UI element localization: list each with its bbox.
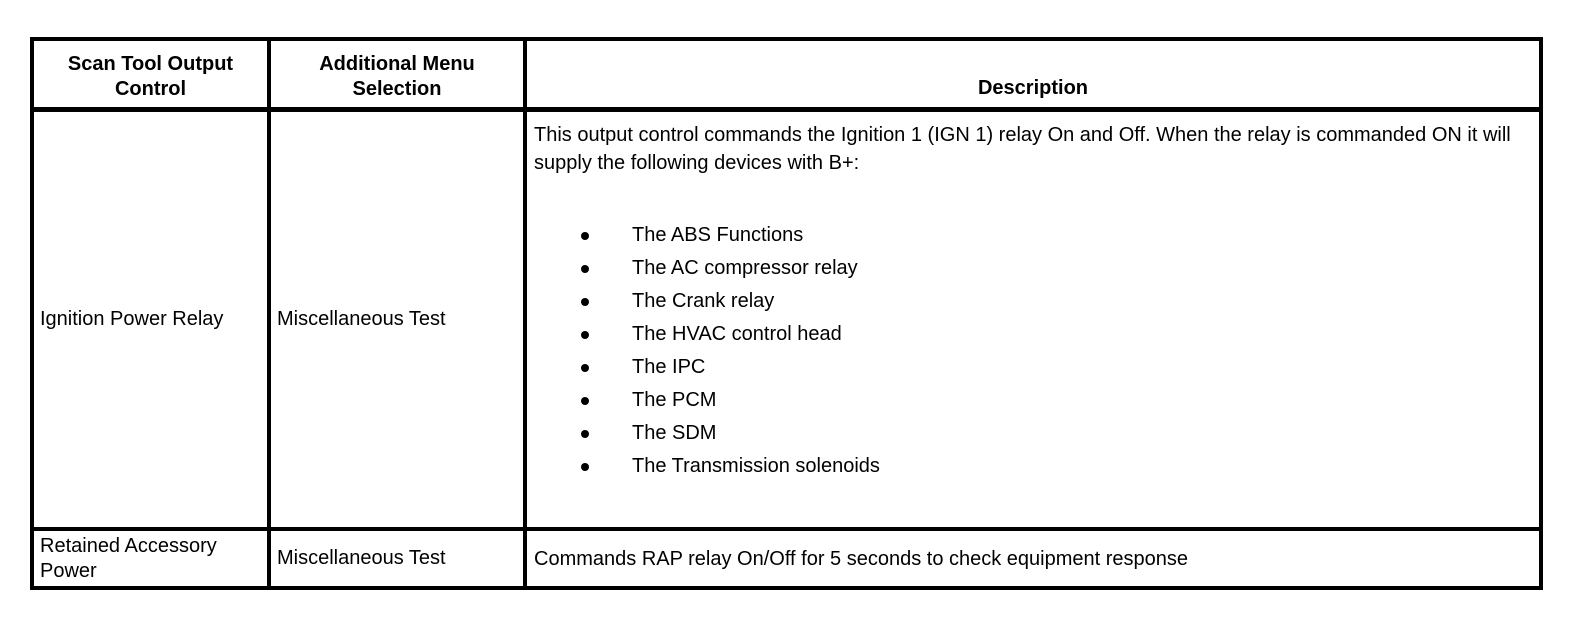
bullet-icon xyxy=(581,298,589,306)
column-header-label: Additional Menu Selection xyxy=(319,53,475,100)
control-name-text: Ignition Power Relay xyxy=(40,308,224,331)
table: Scan Tool Output Control Additional Menu… xyxy=(34,41,1539,586)
menu-selection-text: Miscellaneous Test xyxy=(277,547,446,570)
control-name-text: Retained Accessory Power xyxy=(40,534,217,582)
list-item-label: The Transmission solenoids xyxy=(632,455,880,477)
description-text: Commands RAP relay On/Off for 5 seconds … xyxy=(534,547,1189,570)
list-item-label: The AC compressor relay xyxy=(632,257,858,279)
list-item: The Transmission solenoids xyxy=(534,450,1529,483)
list-item: The PCM xyxy=(534,384,1529,417)
list-item-label: The SDM xyxy=(632,422,717,444)
bullet-icon xyxy=(581,430,589,438)
table-row: Retained Accessory Power Miscellaneous T… xyxy=(34,529,1539,586)
bullet-icon xyxy=(581,265,589,273)
column-header-additional-menu-selection: Additional Menu Selection xyxy=(269,41,527,112)
table-body: Ignition Power Relay Miscellaneous Test … xyxy=(34,109,1539,586)
bullet-icon xyxy=(581,232,589,240)
cell-description: This output control commands the Ignitio… xyxy=(525,109,1539,532)
cell-additional-menu-selection: Miscellaneous Test xyxy=(269,529,527,586)
list-item: The HVAC control head xyxy=(534,318,1529,351)
list-item-label: The ABS Functions xyxy=(632,224,804,246)
column-header-description: Description xyxy=(525,41,1539,112)
cell-scan-tool-output-control: Ignition Power Relay xyxy=(34,109,271,532)
description-bullet-list: The ABS Functions The AC compressor rela… xyxy=(534,219,1529,483)
column-header-label: Description xyxy=(977,77,1089,99)
list-item-label: The IPC xyxy=(632,356,706,378)
table-header: Scan Tool Output Control Additional Menu… xyxy=(34,41,1539,112)
cell-additional-menu-selection: Miscellaneous Test xyxy=(269,109,527,532)
column-header-label: Scan Tool Output Control xyxy=(67,53,234,100)
list-item: The AC compressor relay xyxy=(534,252,1529,285)
menu-selection-text: Miscellaneous Test xyxy=(277,308,446,331)
bullet-icon xyxy=(581,331,589,339)
bullet-icon xyxy=(581,364,589,372)
list-item: The ABS Functions xyxy=(534,219,1529,252)
column-header-scan-tool-output-control: Scan Tool Output Control xyxy=(34,41,271,112)
description-paragraph: This output control commands the Ignitio… xyxy=(534,124,1511,174)
bullet-icon xyxy=(581,463,589,471)
header-row: Scan Tool Output Control Additional Menu… xyxy=(34,41,1539,112)
list-item: The SDM xyxy=(534,417,1529,450)
list-item: The Crank relay xyxy=(534,285,1529,318)
list-item-label: The HVAC control head xyxy=(632,323,842,345)
list-item-label: The PCM xyxy=(632,389,717,411)
list-item: The IPC xyxy=(534,351,1529,384)
table-row: Ignition Power Relay Miscellaneous Test … xyxy=(34,109,1539,532)
bullet-icon xyxy=(581,397,589,405)
description-body: This output control commands the Ignitio… xyxy=(527,112,1539,491)
list-item-label: The Crank relay xyxy=(632,290,775,312)
scan-tool-output-control-table: Scan Tool Output Control Additional Menu… xyxy=(30,37,1543,590)
cell-scan-tool-output-control: Retained Accessory Power xyxy=(34,529,271,586)
cell-description: Commands RAP relay On/Off for 5 seconds … xyxy=(525,529,1539,586)
